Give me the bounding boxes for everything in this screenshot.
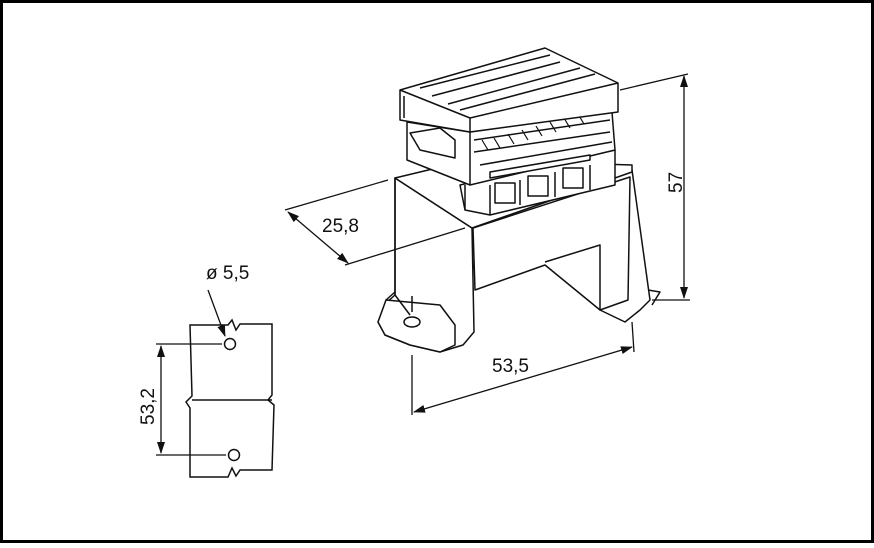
fuse-housing — [459, 149, 616, 216]
mounting-hole-top — [223, 337, 237, 351]
hole-diameter-label: ø 5,5 — [206, 263, 249, 284]
dim-hole-spacing-label: 53,2 — [138, 388, 159, 425]
hole-pattern-view — [185, 318, 275, 478]
dim-height-label: 57 — [666, 172, 687, 193]
dimension-lines — [284, 73, 690, 415]
terminal-strip — [406, 111, 616, 186]
dim-length-label: 53,5 — [492, 356, 529, 377]
fuse-holder-view — [377, 47, 661, 353]
dim-line-length — [413, 346, 633, 413]
hole-leader-line — [207, 289, 226, 337]
mounting-hole-iso — [403, 316, 421, 328]
dim-width-label: 25,8 — [322, 216, 359, 237]
dim-line-width — [287, 211, 349, 264]
fuse-cover — [399, 47, 619, 133]
mounting-hole-bottom — [227, 448, 241, 462]
